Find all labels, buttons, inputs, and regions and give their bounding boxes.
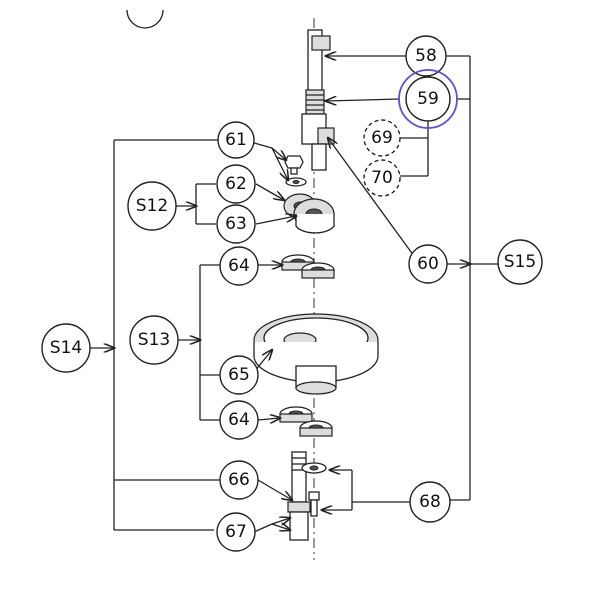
callout-s12: S12 (127, 181, 177, 231)
callout-63: 63 (216, 204, 256, 244)
callout-s15: S15 (497, 239, 543, 285)
callout-67: 67 (216, 512, 256, 552)
callout-58: 58 (405, 35, 447, 77)
upper-shaft (301, 29, 335, 171)
callout-70: 70 (363, 159, 401, 197)
callout-59: 59 (398, 69, 458, 129)
bolt-and-washer (284, 155, 307, 187)
callout-64-lower: 64 (219, 400, 259, 440)
svg-text:59: 59 (417, 89, 439, 109)
callout-62: 62 (216, 164, 256, 204)
svg-text:63: 63 (225, 214, 247, 234)
svg-text:58: 58 (415, 46, 437, 66)
svg-text:67: 67 (225, 522, 247, 542)
partial-callout-top (126, 9, 164, 29)
svg-text:S12: S12 (136, 196, 168, 216)
lower-bearings (279, 406, 333, 437)
svg-text:61: 61 (225, 130, 247, 150)
callout-s13: S13 (129, 315, 179, 365)
gear-pair (283, 193, 335, 234)
svg-text:64: 64 (228, 410, 250, 430)
svg-text:60: 60 (417, 254, 439, 274)
svg-text:S14: S14 (50, 338, 82, 358)
callout-66: 66 (219, 460, 259, 500)
highlight-ring (398, 69, 458, 129)
svg-text:66: 66 (228, 470, 250, 490)
callout-s14: S14 (41, 323, 91, 373)
svg-text:69: 69 (371, 128, 393, 148)
svg-text:68: 68 (419, 492, 441, 512)
callout-68: 68 (409, 481, 451, 523)
svg-text:62: 62 (225, 174, 247, 194)
callout-69: 69 (363, 119, 401, 157)
svg-text:70: 70 (371, 168, 393, 188)
upper-bearings (281, 254, 335, 279)
svg-text:S13: S13 (138, 330, 170, 350)
svg-text:65: 65 (228, 365, 250, 385)
callout-64-upper: 64 (219, 246, 259, 286)
callout-61: 61 (217, 121, 255, 159)
callout-60: 60 (408, 244, 448, 284)
gear-housing (253, 313, 379, 395)
svg-text:64: 64 (228, 256, 250, 276)
callout-65: 65 (219, 355, 259, 395)
lower-shaft (287, 451, 327, 541)
svg-text:S15: S15 (504, 252, 536, 272)
